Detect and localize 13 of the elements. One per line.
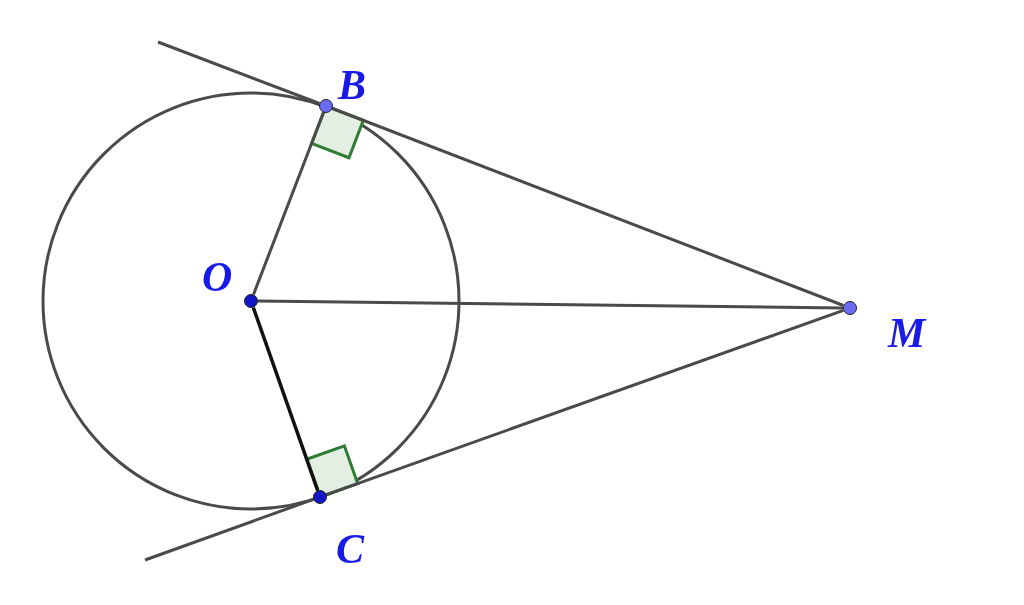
point-label: O: [202, 256, 233, 298]
line-segment: [258, 299, 843, 310]
line-segment: [326, 308, 844, 497]
point-dot: [319, 99, 333, 113]
line-segment: [252, 112, 325, 295]
line-segment: [251, 307, 320, 491]
point-label: B: [338, 64, 366, 106]
point-dot: [843, 301, 857, 315]
line-segment: [332, 107, 844, 307]
point-dot: [313, 490, 327, 504]
point-label: C: [336, 528, 364, 570]
point-label: M: [888, 312, 926, 354]
point-dot: [244, 294, 258, 308]
